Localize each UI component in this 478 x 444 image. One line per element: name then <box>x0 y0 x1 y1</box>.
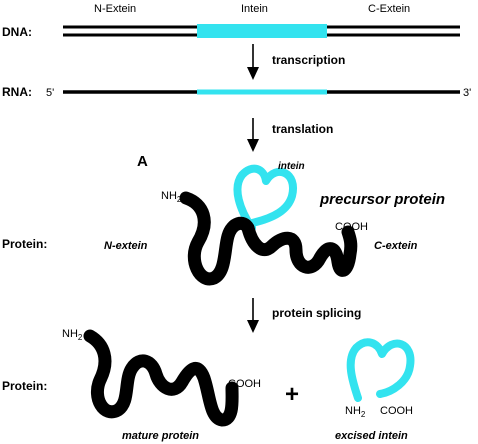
plus-sign: + <box>285 381 299 408</box>
mature-protein-label: mature protein <box>122 430 199 442</box>
precursor-nh2-label: NH2 <box>161 190 182 204</box>
transcription-label: transcription <box>272 53 345 67</box>
excised-intein-label: excised intein <box>335 430 408 442</box>
rna-label: RNA: <box>2 85 32 99</box>
precursor-protein-label: precursor protein <box>319 191 445 208</box>
translation-arrow <box>247 118 259 152</box>
protein-label-precursor: Protein: <box>2 237 47 251</box>
precursor-cooh-label: COOH <box>335 221 368 233</box>
mature-cooh-label: COOH <box>228 378 261 390</box>
protein-splicing-arrow <box>247 298 259 333</box>
mature-protein-chain <box>83 329 239 427</box>
precursor-intein-loop <box>233 164 297 232</box>
precursor-n-extein-chain <box>179 191 255 286</box>
protein-label-mature: Protein: <box>2 379 47 393</box>
dna-label: DNA: <box>2 25 32 39</box>
five-prime-label: 5' <box>46 87 54 99</box>
excised-intein-loop <box>346 338 415 402</box>
c-extein-label: C-extein <box>374 240 418 252</box>
excised-cooh-label: COOH <box>380 405 413 417</box>
n-extein-header: N-Extein <box>94 3 136 15</box>
precursor-c-extein-chain <box>241 221 358 277</box>
protein-splicing-label: protein splicing <box>272 306 361 320</box>
dna-strand <box>63 24 460 38</box>
intein-loop-label: intein <box>278 161 305 172</box>
intein-header: Intein <box>241 3 268 15</box>
c-extein-header: C-Extein <box>368 3 410 15</box>
transcription-arrow <box>247 44 259 80</box>
excised-nh2-label: NH2 <box>345 405 366 419</box>
translation-label: translation <box>272 122 333 136</box>
panel-a-label: A <box>137 153 148 170</box>
mature-nh2-label: NH2 <box>62 328 83 342</box>
n-extein-label: N-extein <box>104 240 148 252</box>
three-prime-label: 3' <box>463 87 471 99</box>
dna-intein-segment <box>197 24 327 38</box>
